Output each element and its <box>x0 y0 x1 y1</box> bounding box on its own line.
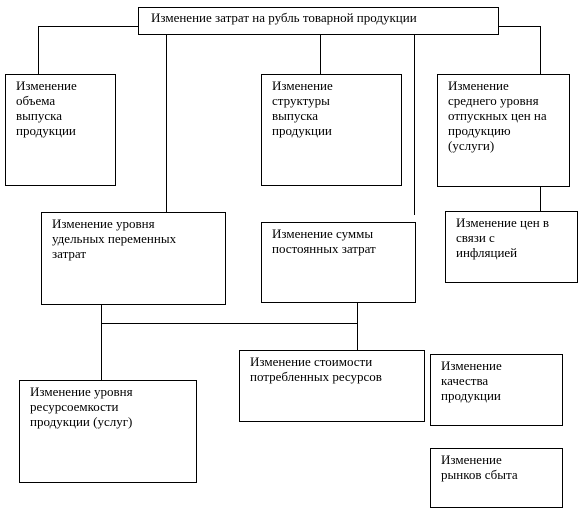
connector-to-variable-costs <box>166 34 167 213</box>
fixed-costs-box: Изменение суммы постоянных затрат <box>261 222 416 303</box>
variable-costs-box: Изменение уровня удельных переменных зат… <box>41 212 226 305</box>
quality-box: Изменение качества продукции <box>430 354 563 426</box>
volume-box: Изменение объема выпуска продукции <box>5 74 116 186</box>
connector-variable-costs-down <box>101 304 102 381</box>
connector-to-fixed-costs <box>414 34 415 215</box>
connector-to-structure <box>320 34 321 75</box>
connector-root-right <box>498 26 540 27</box>
connector-root-left <box>38 26 138 27</box>
connector-horizontal-bus <box>101 323 358 324</box>
resource-intensity-box: Изменение уровня ресурсоемкости продукци… <box>19 380 197 483</box>
connector-to-avg-price <box>540 26 541 75</box>
connector-fixed-costs-down <box>357 296 358 351</box>
structure-box: Изменение структуры выпуска продукции <box>261 74 402 186</box>
markets-box: Изменение рынков сбыта <box>430 448 563 508</box>
inflation-box: Изменение цен в связи с инфляцией <box>445 211 578 283</box>
resources-cost-box: Изменение стоимости потребленных ресурсо… <box>239 350 425 422</box>
avg-price-box: Изменение среднего уровня отпускных цен … <box>437 74 570 187</box>
connector-to-volume <box>38 26 39 74</box>
root-box: Изменение затрат на рубль товарной проду… <box>138 7 499 35</box>
connector-avg-price-to-inflation <box>540 186 541 212</box>
